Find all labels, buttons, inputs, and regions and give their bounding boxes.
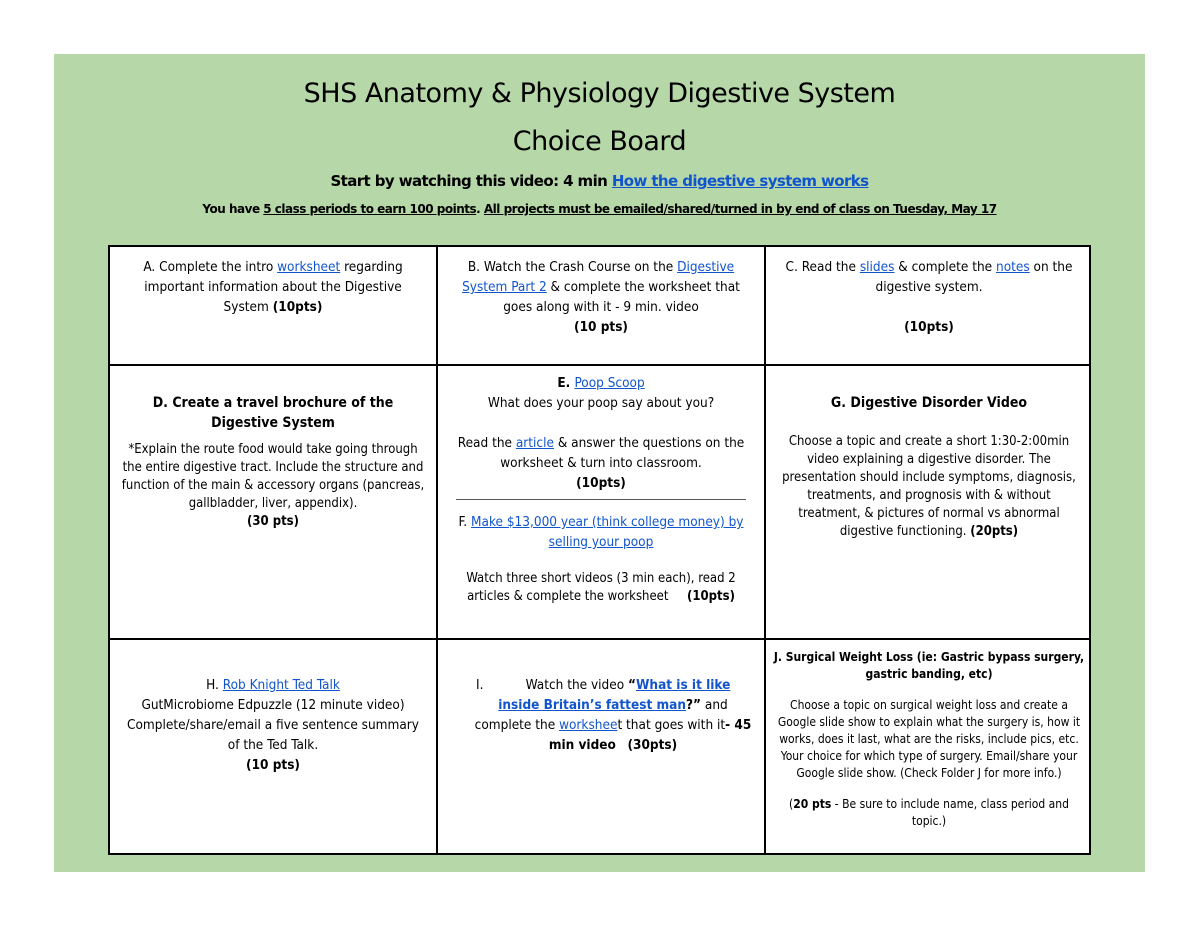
poop-scoop-link[interactable]: Poop Scoop (574, 375, 645, 391)
choice-board-page: SHS Anatomy & Physiology Digestive Syste… (54, 54, 1145, 872)
britains-fattest-man-link[interactable]: What is it like inside Britain’s fattest… (498, 677, 731, 713)
cell-e-letter: E. (557, 375, 575, 391)
cell-h-letter: H. (206, 677, 223, 693)
cell-e-f: E. Poop Scoop What does your poop say ab… (438, 373, 764, 606)
cell-c: C. Read the slides & complete the notes … (766, 257, 1092, 337)
cell-d-body: *Explain the route food would take going… (121, 442, 425, 511)
cell-h-body: GutMicrobiome Edpuzzle (12 minute video)… (127, 697, 419, 753)
cell-i-duration: - 45 min video (548, 717, 752, 753)
cell-f-body: Watch three short videos (3 min each), r… (466, 571, 740, 604)
worksheet-link-i[interactable]: workshee (559, 717, 618, 733)
cell-j-heading: J. Surgical Weight Loss (ie: Gastric byp… (773, 650, 1085, 681)
intro-line: Start by watching this video: 4 min How … (54, 172, 1145, 190)
cell-i-quote-close: ?” (685, 697, 702, 713)
column-divider (436, 247, 438, 853)
intro-video-link[interactable]: How the digestive system works (611, 172, 869, 190)
cell-d-heading: D. Create a travel brochure of the Diges… (152, 395, 394, 431)
cell-c-points: (10pts) (904, 319, 954, 335)
cell-i-quote-open: “ (628, 677, 637, 693)
notice-periods: 5 class periods to earn 100 points (263, 202, 477, 216)
cell-e-body: & answer the questions on the worksheet … (500, 435, 745, 471)
cell-i-mid: and complete the (474, 697, 728, 733)
column-divider (764, 247, 766, 853)
notice-line: You have 5 class periods to earn 100 poi… (54, 202, 1145, 216)
cell-j-note-open: ( (789, 797, 794, 811)
notes-link[interactable]: notes (996, 259, 1030, 275)
cell-g-heading: G. Digestive Disorder Video (830, 395, 1028, 411)
row-divider (110, 638, 1089, 640)
page-subtitle: Choice Board (512, 126, 687, 157)
worksheet-link[interactable]: worksheet (277, 259, 341, 275)
cell-d-points: (30 pts) (247, 514, 299, 529)
cell-i-points: (30pts) (627, 737, 678, 753)
page-title: SHS Anatomy & Physiology Digestive Syste… (303, 78, 896, 109)
notice-separator: . (476, 202, 484, 216)
cell-h: H. Rob Knight Ted Talk GutMicrobiome Edp… (110, 675, 436, 775)
intro-text: Start by watching this video: 4 min (330, 172, 612, 190)
cell-c-prefix: C. Read the (785, 259, 860, 275)
cell-g: G. Digestive Disorder Video Choose a top… (766, 393, 1092, 541)
cell-i-letter: I. (476, 677, 484, 693)
notice-prefix: You have (202, 202, 264, 216)
cell-j-points: 20 pts (793, 797, 832, 811)
cell-e-subtitle: What does your poop say about you? (487, 395, 715, 411)
cell-b-points: (10 pts) (574, 319, 628, 335)
row-divider (110, 364, 1089, 366)
cell-b-prefix: B. Watch the Crash Course on the (467, 259, 678, 275)
cell-j-note: - Be sure to include name, class period … (831, 797, 1069, 828)
cell-g-points: (20pts) (970, 524, 1019, 539)
e-f-divider (456, 499, 746, 500)
cell-a-points: (10pts) (272, 299, 323, 315)
article-link[interactable]: article (515, 435, 554, 451)
cell-i-prefix: Watch the video (525, 677, 629, 693)
cell-i: I. Watch the video “What is it like insi… (438, 675, 764, 755)
cell-f-points: (10pts) (687, 589, 735, 604)
cell-h-points: (10 pts) (246, 757, 300, 773)
cell-a-prefix: A. Complete the intro (143, 259, 278, 275)
sell-poop-link[interactable]: Make $13,000 year (think college money) … (471, 514, 744, 550)
cell-d: D. Create a travel brochure of the Diges… (110, 393, 436, 531)
choice-grid: A. Complete the intro worksheet regardin… (108, 245, 1091, 855)
cell-c-body: on the digestive system. (875, 259, 1073, 295)
rob-knight-ted-talk-link[interactable]: Rob Knight Ted Talk (222, 677, 340, 693)
cell-a: A. Complete the intro worksheet regardin… (110, 257, 436, 317)
cell-i-after: t that goes with it (617, 717, 726, 733)
cell-b-body: & complete the worksheet that goes along… (503, 279, 740, 315)
cell-e-prefix: Read the (457, 435, 516, 451)
notice-deadline: All projects must be emailed/shared/turn… (483, 202, 997, 216)
cell-f-letter: F. (458, 514, 472, 530)
cell-e-points: (10pts) (576, 475, 626, 491)
cell-g-body: Choose a topic and create a short 1:30-2… (782, 434, 1076, 539)
cell-a-body: regarding important information about th… (144, 259, 403, 315)
cell-j: J. Surgical Weight Loss (ie: Gastric byp… (766, 649, 1092, 830)
cell-c-mid: & complete the (894, 259, 996, 275)
cell-j-body: Choose a topic on surgical weight loss a… (777, 698, 1081, 780)
cell-b: B. Watch the Crash Course on the Digesti… (438, 257, 764, 337)
slides-link[interactable]: slides (859, 259, 895, 275)
digestive-system-part2-link[interactable]: Digestive System Part 2 (462, 259, 735, 295)
